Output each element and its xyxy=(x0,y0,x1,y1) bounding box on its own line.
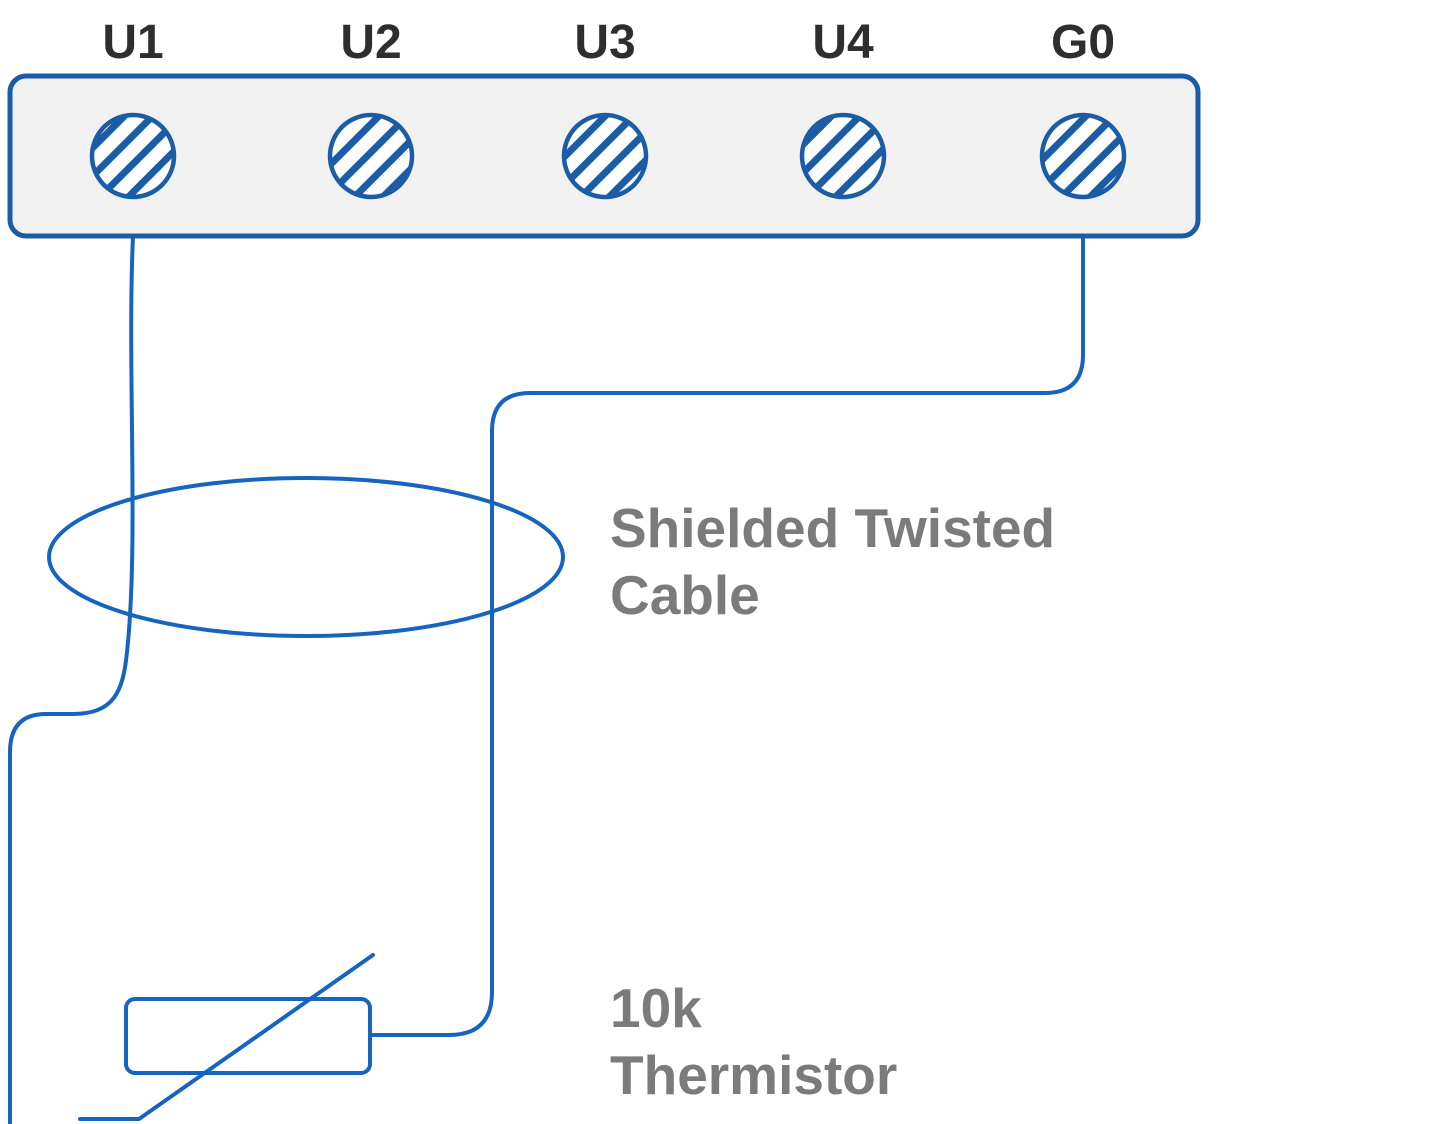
thermistor-label-line2: Thermistor xyxy=(610,1044,897,1106)
cable-label-line1: Shielded Twisted xyxy=(610,497,1055,559)
terminal-label-u2: U2 xyxy=(340,16,401,69)
cable-label-line2: Cable xyxy=(610,564,760,626)
terminal-labels: U1 U2 U3 U4 G0 xyxy=(102,16,1115,69)
terminal-screw-u2 xyxy=(327,112,415,200)
wires xyxy=(8,234,1085,1124)
annotation-texts: Shielded Twisted Cable 10k Thermistor xyxy=(610,497,1055,1106)
terminal-screw-u4 xyxy=(799,112,887,200)
thermistor-symbol xyxy=(78,953,375,1121)
terminal-label-u4: U4 xyxy=(812,16,874,69)
terminal-label-u3: U3 xyxy=(574,16,635,69)
wire-u1-to-thermistor xyxy=(8,234,135,1124)
terminal-label-g0: G0 xyxy=(1051,16,1115,69)
terminal-block: U1 U2 U3 U4 G0 xyxy=(7,16,1201,239)
terminal-screw-u1 xyxy=(89,112,177,200)
thermistor-label-line1: 10k xyxy=(610,977,702,1039)
cable-shield-loop xyxy=(47,476,565,638)
wire-g0-to-thermistor xyxy=(369,234,1085,1037)
thermistor-diagonal xyxy=(78,953,375,1121)
thermistor-body xyxy=(124,997,372,1075)
terminal-screws xyxy=(89,112,1127,200)
terminal-label-u1: U1 xyxy=(102,16,163,69)
terminal-screw-u3 xyxy=(561,112,649,200)
terminal-screw-g0 xyxy=(1039,112,1127,200)
